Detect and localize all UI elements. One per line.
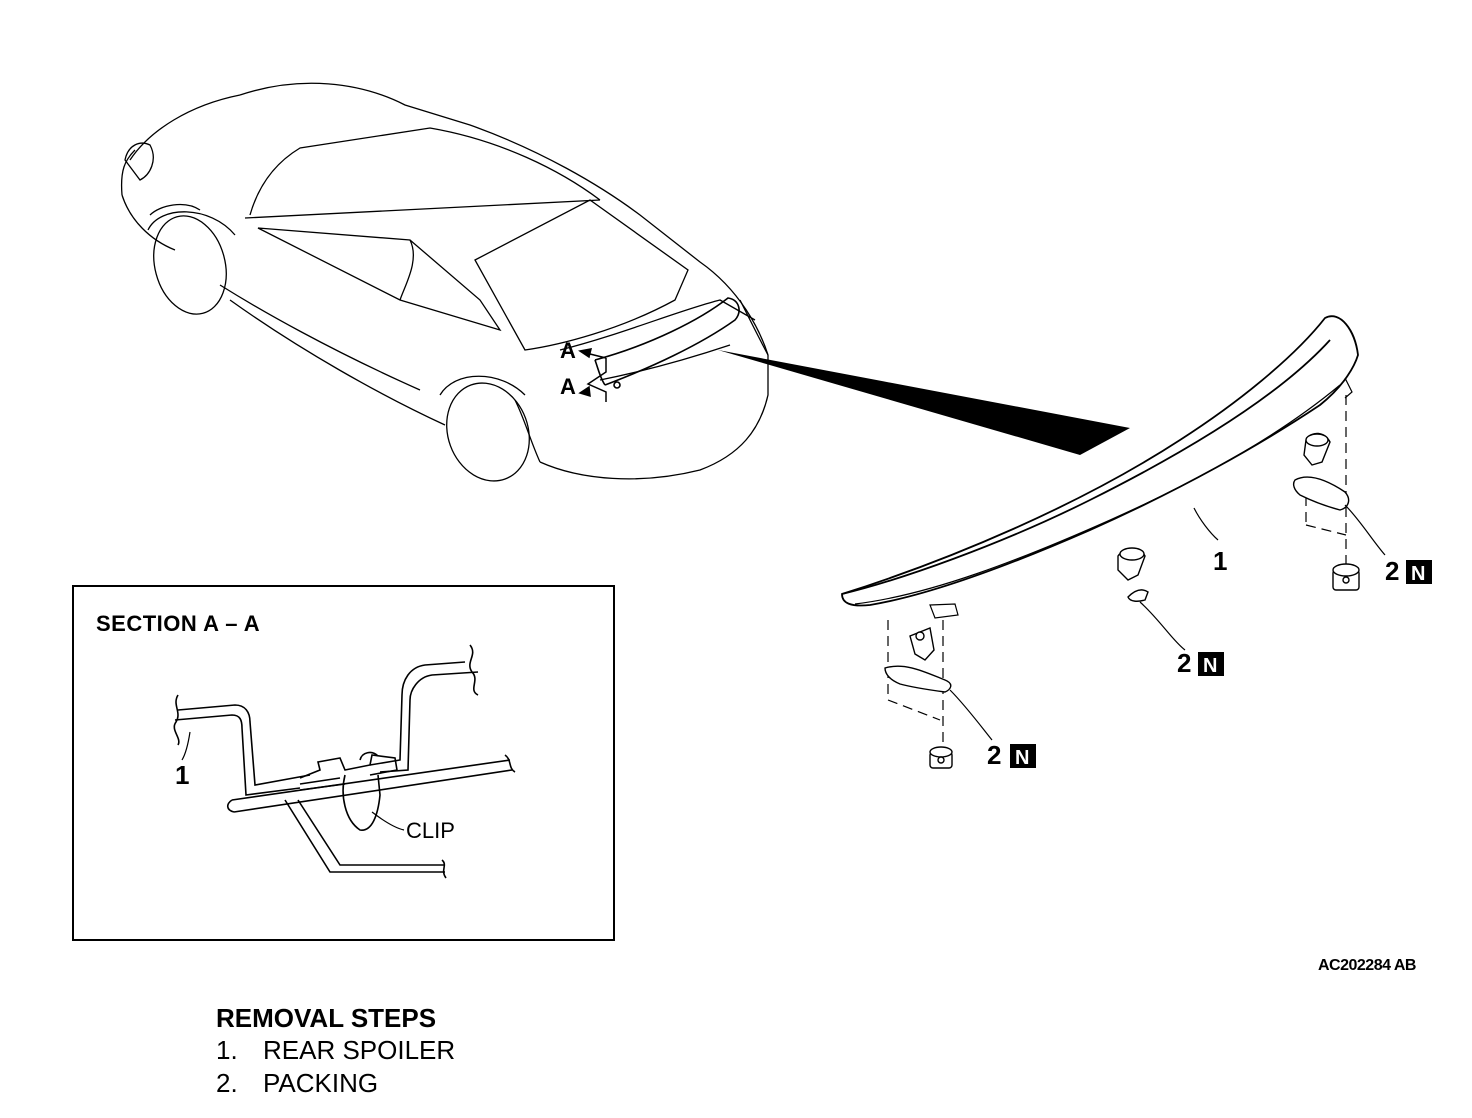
- removal-step: 2. PACKING: [216, 1067, 455, 1100]
- packing-right: [1292, 476, 1350, 511]
- removal-step: 1. REAR SPOILER: [216, 1034, 455, 1067]
- packing-center: [1127, 589, 1149, 602]
- figure-code: AC202284 AB: [1318, 957, 1416, 974]
- section-title: SECTION A – A: [96, 611, 261, 636]
- section-arrows: [578, 348, 607, 402]
- section-leaders: [181, 731, 405, 831]
- car-spoiler: [594, 297, 740, 389]
- section-detail-box: [72, 585, 615, 941]
- car-outline: [120, 82, 769, 482]
- packing-left-badge: N: [1015, 747, 1029, 769]
- section-label-upper: A: [560, 338, 576, 363]
- nut-right: [1332, 563, 1360, 591]
- packing-right-number: 2: [1385, 556, 1399, 586]
- leader-lines: [949, 504, 1386, 741]
- clip-label: CLIP: [406, 818, 455, 843]
- section-detail: [173, 644, 516, 879]
- step-number: 1.: [216, 1035, 238, 1065]
- packing-left-number: 2: [987, 740, 1001, 770]
- packing-right-badge-box: [1406, 560, 1432, 584]
- rear-spoiler: [841, 315, 1359, 619]
- spoiler-part-label: 1: [1213, 546, 1227, 576]
- removal-steps: REMOVAL STEPS 1. REAR SPOILER 2. PACKING: [216, 1002, 455, 1100]
- section-label-lower: A: [560, 374, 576, 399]
- callout-wedge: [718, 350, 1130, 455]
- packing-right-badge: N: [1411, 563, 1425, 585]
- clip-right: [1303, 432, 1331, 466]
- packing-left: [884, 665, 952, 693]
- section-part-label: 1: [175, 760, 189, 790]
- step-number: 2.: [216, 1068, 238, 1098]
- step-label: PACKING: [263, 1068, 379, 1098]
- step-label: REAR SPOILER: [263, 1035, 456, 1065]
- packing-center-badge-box: [1198, 652, 1224, 676]
- clip-center: [1117, 547, 1146, 581]
- packing-left-badge-box: [1010, 744, 1036, 768]
- packing-center-badge: N: [1203, 655, 1217, 677]
- removal-steps-title: REMOVAL STEPS: [216, 1003, 437, 1033]
- clip-left: [909, 627, 935, 661]
- nut-left: [929, 746, 953, 769]
- packing-center-number: 2: [1177, 648, 1191, 678]
